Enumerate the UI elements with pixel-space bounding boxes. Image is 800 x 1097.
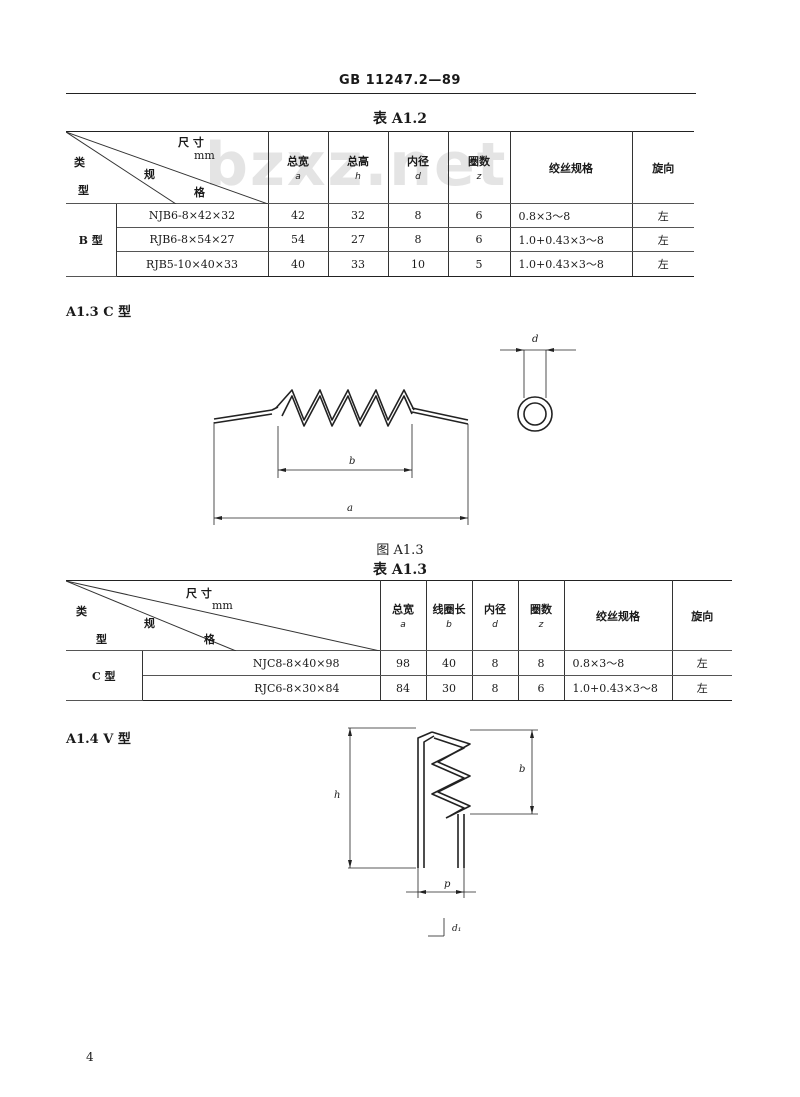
table-row: RJB6-8×54×27 54 27 8 6 1.0+0.43×3～8 左 — [66, 227, 694, 252]
diagonal-lines — [66, 132, 268, 204]
figure-a13-caption: 图 A1.3 — [376, 543, 424, 558]
cell: 左 — [631, 251, 694, 277]
col-header-wire-spec: 绞丝规格 — [563, 580, 673, 651]
cell: 40 — [425, 650, 473, 676]
section-a13-title: A1.3 C 型 — [66, 305, 132, 320]
diagonal-lines — [66, 581, 380, 651]
cell: 8 — [387, 227, 449, 252]
spec-cell: NJB6-8×42×32 — [115, 203, 269, 228]
table-a13-caption: 表 A1.3 — [372, 562, 428, 578]
group-label: B 型 — [66, 203, 117, 277]
cell: 42 — [267, 203, 329, 228]
table-a12-caption: 表 A1.2 — [372, 111, 428, 127]
cell: 1.0+0.43×3～8 — [509, 251, 633, 277]
dim-label-d1: d₁ — [452, 924, 462, 934]
cell: 左 — [631, 227, 694, 252]
table-row: RJB5-10×40×33 40 33 10 5 1.0+0.43×3～8 左 — [66, 251, 694, 277]
cell: 8 — [471, 675, 519, 701]
cell: 1.0+0.43×3～8 — [563, 675, 673, 701]
spec-cell: RJC6-8×30×84 — [142, 675, 381, 701]
cell: 6 — [447, 227, 511, 252]
spec-cell: RJB5-10×40×33 — [116, 251, 269, 277]
page-number: 4 — [86, 1050, 94, 1064]
cell: 27 — [327, 227, 389, 252]
cell: 0.8×3～8 — [509, 203, 633, 228]
cell: 33 — [327, 251, 389, 277]
cell: 8 — [471, 650, 519, 676]
dim-label-a: a — [347, 503, 353, 514]
cell: 32 — [327, 203, 389, 228]
figure-a13-drawing — [213, 348, 576, 525]
spec-cell: NJC8-8×40×98 — [141, 650, 381, 676]
col-header-wire-spec: 绞丝规格 — [509, 131, 633, 204]
cell: 6 — [447, 203, 511, 228]
col-header-direction: 旋向 — [631, 131, 694, 204]
cell: 5 — [447, 251, 511, 277]
cell: 54 — [267, 227, 329, 252]
dim-label-d: d — [532, 334, 539, 345]
cell: 10 — [387, 251, 449, 277]
cell: 98 — [379, 650, 427, 676]
cell: 0.8×3～8 — [563, 650, 673, 676]
cell: 6 — [517, 675, 565, 701]
dim-label-b: b — [519, 764, 526, 775]
cell: 8 — [387, 203, 449, 228]
table-row: B 型 NJB6-8×42×32 42 32 8 6 0.8×3～8 左 — [66, 203, 694, 277]
figure-a14-drawing — [348, 727, 538, 937]
cell: 左 — [631, 203, 694, 228]
dim-label-p: p — [444, 879, 451, 890]
col-header-direction: 旋向 — [671, 580, 732, 651]
header-rule — [66, 93, 696, 94]
cell: 84 — [379, 675, 427, 701]
cell: 左 — [671, 650, 732, 676]
table-row: C 型 NJC8-8×40×98 98 40 8 8 0.8×3～8 左 — [66, 650, 732, 701]
dim-label-h: h — [334, 790, 341, 801]
cell: 左 — [671, 675, 732, 701]
spec-cell: RJB6-8×54×27 — [116, 227, 269, 252]
cell: 1.0+0.43×3～8 — [509, 227, 633, 252]
table-a13-corner-header: 尺 寸 mm 类 型 规 格 — [66, 580, 381, 651]
section-a14-title: A1.4 V 型 — [66, 732, 131, 747]
cell: 8 — [517, 650, 565, 676]
dim-label-b: b — [349, 456, 356, 467]
cell: 30 — [425, 675, 473, 701]
cell: 40 — [267, 251, 329, 277]
group-label: C 型 — [66, 650, 143, 701]
document-header: GB 11247.2—89 — [339, 73, 461, 88]
table-row: RJC6-8×30×84 84 30 8 6 1.0+0.43×3～8 左 — [66, 675, 732, 701]
table-a12-corner-header: 尺 寸 mm 类 型 规 格 — [66, 131, 269, 204]
